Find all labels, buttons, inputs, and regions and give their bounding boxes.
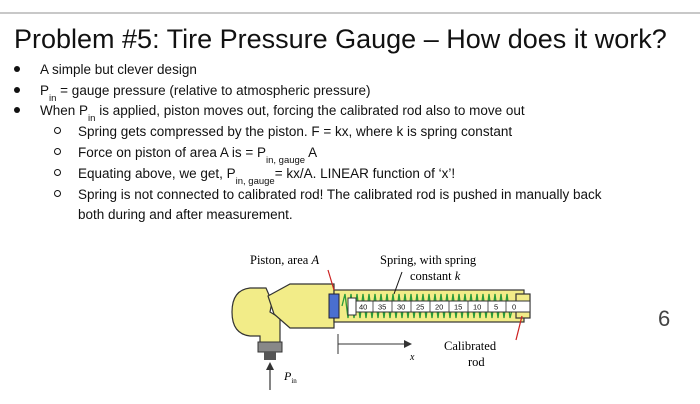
subbullet-equating: Equating above, we get, Pin, gauge= kx/A… [0, 166, 602, 187]
piston-pointer [327, 269, 335, 291]
subbullet-spring: Spring gets compressed by the piston. F … [0, 124, 602, 145]
tire-gauge-diagram: 40 35 30 25 20 15 10 5 0 Piston, area A … [231, 253, 531, 390]
subbullet-force: Force on piston of area A is = Pin, gaug… [0, 145, 602, 166]
sub-bullet-circle [54, 169, 61, 176]
spring-pointer [393, 271, 403, 295]
pin-label: Pin [283, 369, 297, 385]
sub-bullet-circle [54, 127, 61, 134]
gauge-neck [267, 283, 335, 329]
rod-end-cap [347, 297, 357, 316]
subbullet-not-connected: Spring is not connected to calibrated ro… [0, 187, 602, 207]
valve-stem [257, 341, 283, 353]
rod-label-line2: rod [468, 355, 485, 369]
scale-tick-label: 40 [359, 303, 367, 312]
valve-base [264, 352, 276, 360]
bullet-dot [14, 107, 20, 113]
gauge-head [231, 287, 281, 347]
subbullet-not-connected-cont: both during and after measurement. [78, 207, 293, 222]
scale-tick-label: 10 [473, 303, 481, 312]
rod-label-line1: Calibrated [444, 339, 497, 353]
scale-tick-label: 20 [435, 303, 443, 312]
x-arrow-head [404, 340, 412, 348]
sub-bullet-circle [54, 190, 61, 197]
page-number: 6 [658, 306, 671, 331]
top-divider [0, 12, 700, 14]
bullet-pin-definition: Pin = gauge pressure (relative to atmosp… [0, 83, 602, 104]
slide-title: Problem #5: Tire Pressure Gauge – How do… [14, 24, 667, 54]
scale-tick-label: 15 [454, 303, 462, 312]
rod-pointer [515, 315, 523, 341]
scale-tick-label: 0 [512, 303, 516, 312]
bullet-list: A simple but clever design Pin = gauge p… [0, 62, 602, 227]
sub-bullet-circle [54, 148, 61, 155]
spring-label-line2: constant k [410, 269, 461, 283]
scale-tick-label: 30 [397, 303, 405, 312]
scale-tick-label: 5 [494, 303, 498, 312]
scale-tick-label: 25 [416, 303, 424, 312]
bullet-dot [14, 87, 20, 93]
bullet-dot [14, 66, 20, 72]
spring-label-line1: Spring, with spring [380, 253, 477, 267]
bullet-design: A simple but clever design [0, 62, 602, 83]
scale-tick-label: 35 [378, 303, 386, 312]
piston [328, 293, 340, 319]
pin-arrow-head [266, 362, 274, 370]
x-label: x [409, 352, 415, 363]
piston-label: Piston, area A [250, 253, 319, 267]
bullet-when-applied: When Pin is applied, piston moves out, f… [0, 103, 602, 124]
